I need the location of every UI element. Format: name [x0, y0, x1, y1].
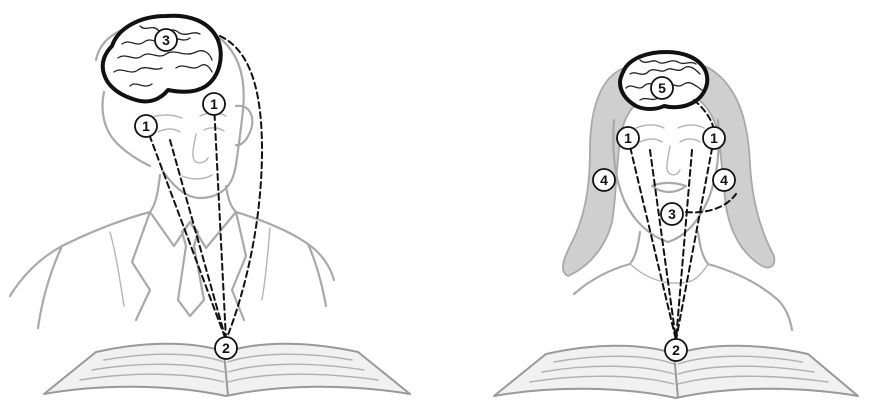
marker-label: 4 — [720, 172, 728, 188]
marker-label: 1 — [624, 130, 632, 146]
marker-book-man: 2 — [215, 337, 237, 359]
man-brow-left — [150, 115, 182, 118]
man-brain-outline — [103, 16, 221, 102]
marker-mouth-woman: 3 — [661, 203, 683, 225]
marker-label: 1 — [710, 130, 718, 146]
man-jacket-seam-2 — [262, 228, 270, 300]
woman-brow-left — [636, 125, 664, 128]
man-jacket-right — [232, 212, 334, 320]
woman-nose — [667, 146, 680, 175]
marker-label: 3 — [162, 32, 170, 48]
man-collar — [150, 212, 236, 248]
woman-path-eye-right-2 — [676, 150, 692, 340]
man-jacket-seam — [110, 232, 124, 306]
woman-brow-right — [678, 125, 704, 128]
marker-label: 2 — [672, 342, 680, 358]
marker-book-woman: 2 — [665, 339, 687, 361]
man-path-eye-left — [146, 126, 226, 340]
marker-label: 2 — [222, 340, 230, 356]
woman-eye-left — [640, 139, 662, 142]
man-eye-left — [158, 129, 180, 132]
woman-lips — [652, 183, 686, 192]
woman-collar — [630, 264, 708, 283]
woman-path-eye-left — [628, 138, 676, 340]
marker-ear-right-woman: 4 — [713, 169, 735, 191]
marker-label: 4 — [600, 172, 608, 188]
marker-ear-left-woman: 4 — [593, 169, 615, 191]
marker-label: 1 — [210, 96, 218, 112]
woman-neck-right — [698, 232, 708, 264]
man-neck — [150, 175, 160, 212]
marker-label: 5 — [658, 80, 666, 96]
man-brain — [103, 16, 221, 102]
marker-eye-right-woman: 1 — [703, 127, 725, 149]
man-mouth — [182, 175, 212, 179]
man-neck-right — [226, 186, 236, 212]
woman-neck-left — [630, 232, 640, 264]
marker-eye-left-man: 1 — [135, 115, 157, 137]
marker-label: 1 — [142, 118, 150, 134]
marker-brain-woman: 5 — [651, 77, 673, 99]
marker-eye-right-man: 1 — [203, 93, 225, 115]
marker-brain-man: 3 — [155, 29, 177, 51]
marker-eye-left-woman: 1 — [617, 127, 639, 149]
man-nose — [193, 134, 208, 163]
woman-path-eye-right — [676, 138, 714, 340]
man-shoulder-right — [308, 244, 326, 306]
woman-shoulders — [574, 264, 792, 330]
woman-eye-right — [680, 139, 700, 142]
marker-label: 3 — [668, 206, 676, 222]
man-eye-right — [204, 128, 224, 131]
man-jacket-left — [10, 212, 150, 320]
